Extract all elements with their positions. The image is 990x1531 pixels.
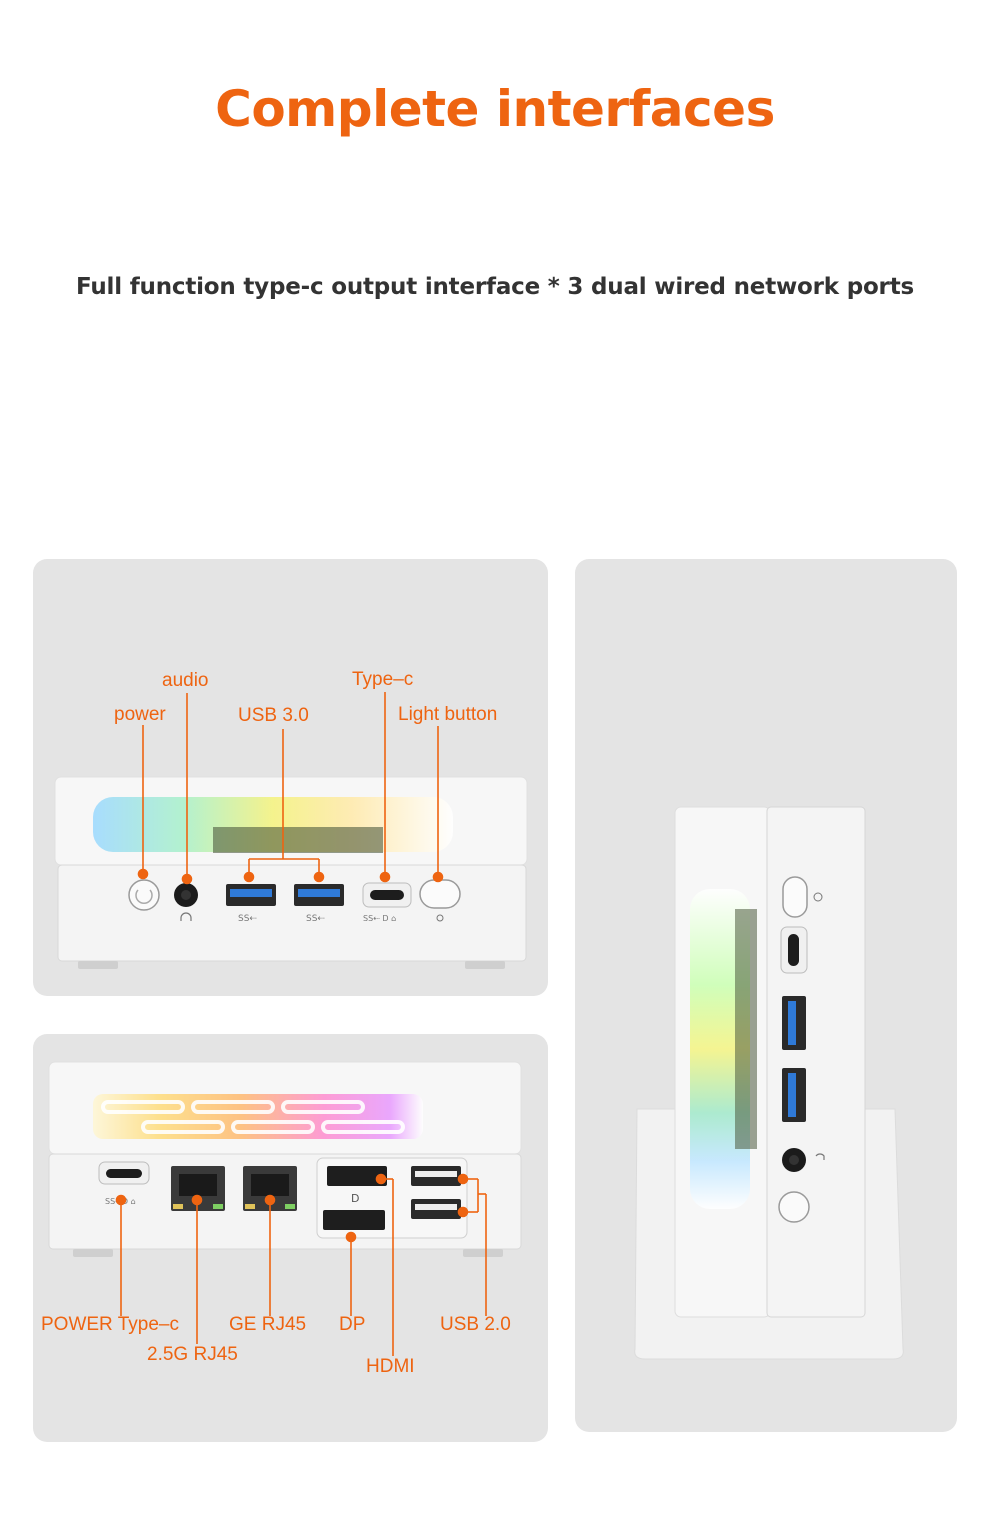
label-audio: audio [162, 670, 209, 691]
svg-text:SS⇠: SS⇠ [238, 914, 257, 924]
label-25g-rj45: 2.5G RJ45 [147, 1344, 238, 1365]
label-power: power [114, 704, 166, 725]
back-view-panel: SS⇠D ⌂ D [33, 1034, 548, 1442]
usb-ss-icon: SS⇠ SS⇠ [226, 884, 344, 924]
svg-text:D: D [351, 1192, 359, 1205]
headphone-icon [174, 883, 198, 921]
power-icon [128, 879, 160, 911]
label-dp: DP [339, 1314, 366, 1335]
page-title: Complete interfaces [215, 80, 775, 138]
vertical-device-illustration [634, 806, 904, 1360]
stand-view-panel [575, 559, 957, 1432]
displayport-icon: D [351, 1192, 359, 1205]
network-icon [171, 1166, 297, 1211]
back-device-illustration: SS⇠D ⌂ D [48, 1061, 522, 1356]
label-hdmi: HDMI [366, 1356, 415, 1377]
svg-text:SS⇠ D ⌂: SS⇠ D ⌂ [363, 914, 396, 923]
front-view-panel: SS⇠ SS⇠ SS⇠ D ⌂ audio Type–c power USB 3… [33, 559, 548, 996]
label-usb30: USB 3.0 [238, 705, 309, 726]
label-power-type-c: POWER Type–c [41, 1314, 179, 1335]
front-device-illustration: SS⇠ SS⇠ SS⇠ D ⌂ [54, 692, 528, 969]
label-ge-rj45: GE RJ45 [229, 1314, 307, 1335]
label-usb20: USB 2.0 [440, 1314, 511, 1335]
label-light-button: Light button [398, 704, 498, 725]
page-subtitle: Full function type-c output interface * … [76, 274, 914, 300]
svg-text:SS⇠: SS⇠ [306, 914, 325, 924]
label-type-c: Type–c [352, 669, 414, 690]
